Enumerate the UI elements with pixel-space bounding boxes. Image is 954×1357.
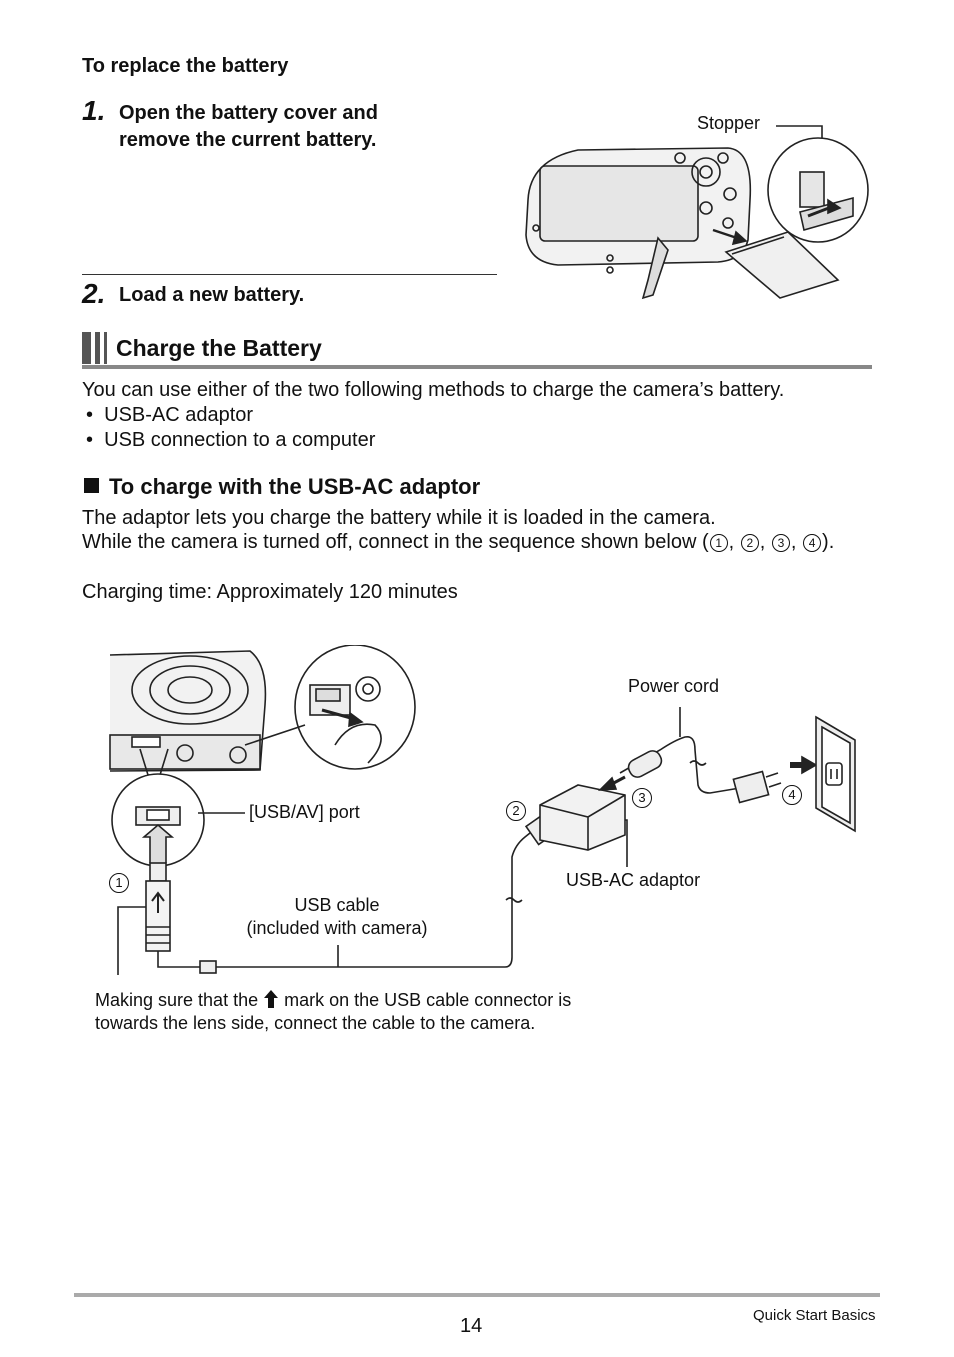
usb-cable-label: USB cable (included with camera) xyxy=(237,894,437,940)
stopper-label: Stopper xyxy=(697,113,761,133)
footer-section-label: Quick Start Basics xyxy=(753,1307,876,1324)
method-item-usb-ac: • USB-AC adaptor xyxy=(86,404,254,426)
step-2-text: Load a new battery. xyxy=(119,284,305,306)
step-1-text: Open the battery cover and remove the cu… xyxy=(119,100,378,154)
note-suffix: mark on the USB cable connector is xyxy=(284,990,572,1010)
usb-orientation-note: Making sure that the mark on the USB cab… xyxy=(95,989,695,1035)
footer-rule xyxy=(74,1293,880,1297)
charge-section-header: Charge the Battery xyxy=(82,330,872,369)
note-line-1: Making sure that the mark on the USB cab… xyxy=(95,989,695,1012)
step-2-number: 2. xyxy=(82,278,106,309)
page-number: 14 xyxy=(460,1315,483,1337)
step-1-number: 1. xyxy=(82,95,106,126)
sequence-marker-2: 2 xyxy=(740,534,759,552)
step-1-line-1: Open the battery cover and xyxy=(119,102,378,124)
sequence-suffix: ). xyxy=(822,531,835,553)
power-cord-label: Power cord xyxy=(628,676,720,696)
adaptor-paragraph-2: While the camera is turned off, connect … xyxy=(82,531,835,553)
sequence-marker-4: 4 xyxy=(803,534,822,552)
usb-ac-adaptor-label: USB-AC adaptor xyxy=(566,870,701,890)
square-bullet-icon xyxy=(84,478,99,493)
charging-diagram xyxy=(109,645,856,975)
usb-av-port-label: [USB/AV] port xyxy=(249,802,360,822)
battery-replacement-illustration xyxy=(525,125,869,300)
adaptor-paragraph-1: The adaptor lets you charge the battery … xyxy=(82,507,716,529)
charge-intro: You can use either of the two following … xyxy=(82,379,785,401)
method-item-label: USB connection to a computer xyxy=(104,429,376,451)
diagram-marker-3: 3 xyxy=(632,788,652,808)
note-prefix: Making sure that the xyxy=(95,990,259,1010)
section-title: Charge the Battery xyxy=(116,335,322,361)
replace-battery-heading: To replace the battery xyxy=(82,55,289,77)
section-underline xyxy=(82,365,872,369)
sequence-prefix: While the camera is turned off, connect … xyxy=(82,531,709,553)
diagram-marker-4: 4 xyxy=(782,785,802,805)
usb-cable-label-line-1: USB cable xyxy=(294,895,380,915)
sequence-marker-1: 1 xyxy=(709,534,728,552)
note-line-2: towards the lens side, connect the cable… xyxy=(95,1013,536,1033)
method-item-usb-computer: • USB connection to a computer xyxy=(86,429,376,451)
sequence-marker-3: 3 xyxy=(771,534,790,552)
method-item-label: USB-AC adaptor xyxy=(104,404,254,426)
section-stripes xyxy=(82,332,110,364)
diagram-marker-2: 2 xyxy=(506,801,526,821)
charging-time: Charging time: Approximately 120 minutes xyxy=(82,581,458,603)
usb-cable-label-line-2: (included with camera) xyxy=(246,918,428,938)
up-arrow-mark-icon xyxy=(264,990,279,1008)
usb-ac-subheading-text: To charge with the USB-AC adaptor xyxy=(109,474,481,499)
step-1-line-2: remove the current battery. xyxy=(119,129,377,151)
diagram-marker-1: 1 xyxy=(109,873,129,893)
usb-ac-subheading: To charge with the USB-AC adaptor xyxy=(84,474,480,500)
step-divider xyxy=(82,274,497,275)
